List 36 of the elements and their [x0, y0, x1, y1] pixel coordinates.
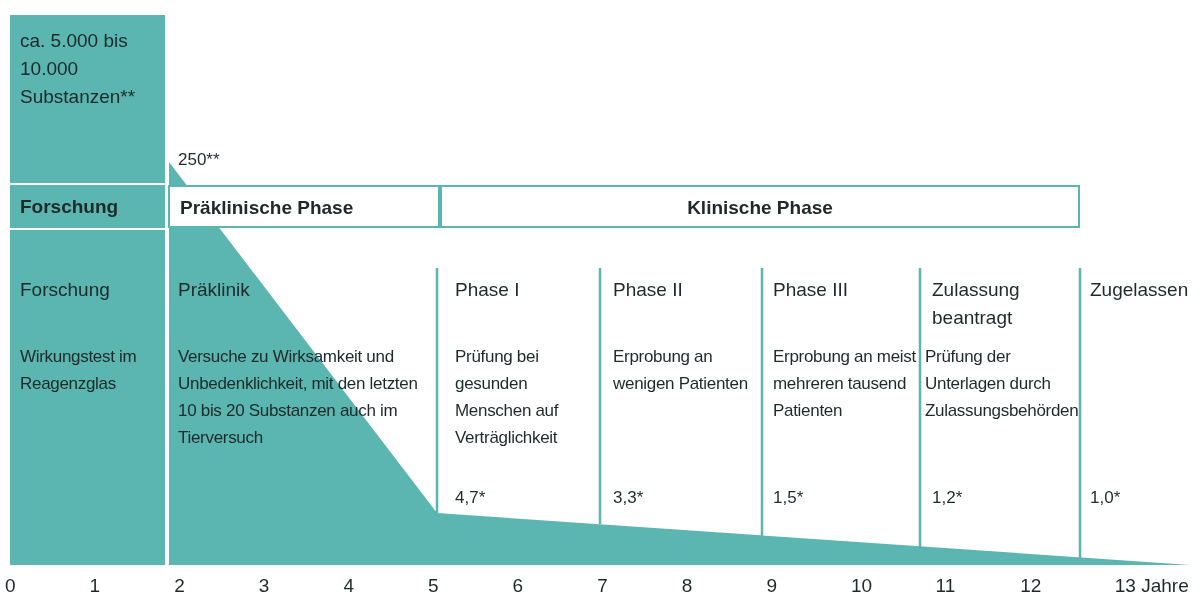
axis-tick-label: 9 [766, 574, 777, 598]
axis-tick-label: 13 Jahre [1114, 574, 1189, 598]
stage-title: Zugelassen [1090, 278, 1190, 302]
phase-header: Forschung [10, 185, 165, 228]
candidate-count: 1,0* [1090, 487, 1121, 509]
phase-header: Präklinische Phase [168, 185, 440, 228]
stage-description: Erprobung an meist mehreren tausend Patienten [773, 346, 917, 422]
axis-tick-label: 10 [851, 574, 873, 598]
axis-tick-label: 12 [1020, 574, 1042, 598]
axis-tick-label: 1 [89, 574, 101, 598]
stage-description: Prüfung bei gesunden Menschen auf Verträglichkeit [455, 346, 560, 449]
substance-count-box: ca. 5.000 bis 10.000 Substanzen** [10, 15, 165, 183]
axis-tick-label: 2 [174, 574, 185, 598]
axis-tick-label: 5 [428, 574, 439, 598]
axis-tick-label: 11 [935, 574, 956, 598]
phase-header: Klinische Phase [440, 185, 1080, 228]
axis-tick-label: 7 [597, 574, 608, 598]
stage-description: Prüfung der Unterlagen durch Zulassungsbehörden [925, 346, 1078, 422]
candidate-count: 3,3* [613, 487, 644, 509]
stage-title: Phase II [613, 278, 684, 302]
stage-description: Wirkungstest im Reagenzglas [20, 346, 138, 395]
candidate-count: 1,2* [932, 487, 963, 509]
stage-title: Präklinik [178, 278, 251, 302]
stage-title: Zulassung beantragt [932, 278, 1021, 330]
stage-title: Phase I [455, 278, 521, 302]
candidate-count: 1,5* [773, 487, 804, 509]
axis-tick-label: 0 [5, 574, 16, 598]
stage-title: Phase III [773, 278, 849, 302]
stage-description: Erprobung an wenigen Patienten [613, 346, 749, 395]
count-label: 250** [178, 149, 220, 171]
axis-tick-label: 4 [343, 574, 354, 598]
axis-tick-label: 3 [258, 574, 270, 598]
stage-title: Forschung [20, 278, 111, 302]
candidate-count: 4,7* [455, 487, 486, 509]
axis-tick-label: 8 [681, 574, 693, 598]
axis-tick-label: 6 [512, 574, 524, 598]
